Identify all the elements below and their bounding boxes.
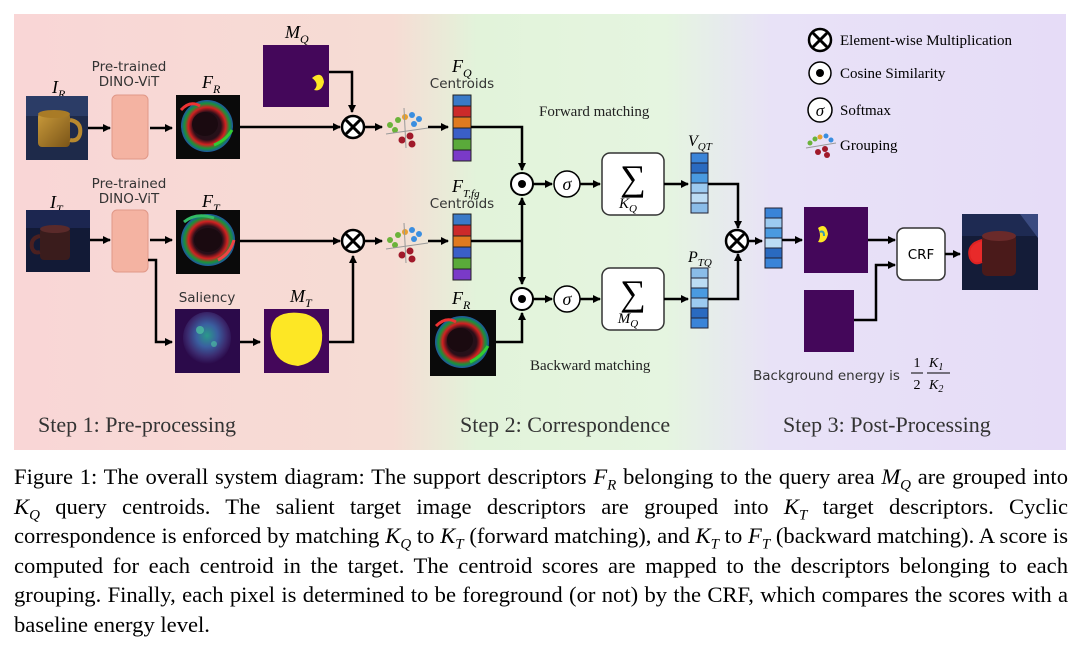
step1-label: Step 1: Pre-processing (38, 412, 236, 437)
saliency-map (175, 309, 240, 373)
foreground-energy-map (804, 207, 868, 273)
svg-text:KQ: KQ (618, 196, 637, 215)
system-diagram: IR Pre-trained DINO-ViT FR MQ (14, 14, 1066, 450)
arrow-PTQ-mult (708, 253, 742, 301)
arrow-FQ-cos-top (471, 125, 526, 171)
grouping-icon-bottom (385, 222, 429, 264)
svg-text:∑: ∑ (620, 273, 646, 313)
legend-cosine-icon (808, 61, 832, 85)
arrow-FR-cos-bottom (496, 312, 526, 344)
backward-matching-label: Backward matching (530, 358, 651, 374)
vector-P-TQ (690, 267, 709, 329)
label-I-T: IT (49, 192, 64, 216)
centroid-vector-F-Tfg (452, 213, 472, 281)
label-V-QT: VQT (688, 133, 713, 153)
label-M-T: MT (289, 286, 313, 310)
label-F-T: FT (201, 191, 221, 215)
centroids-label-q: Centroids (430, 76, 494, 92)
dino-vit-box-top (111, 94, 149, 160)
arrow-VQT-mult (708, 182, 742, 229)
label-F-R: FR (201, 72, 221, 96)
softmax-op-top: σ (553, 170, 581, 198)
image-I-T (26, 210, 90, 272)
dino-vit-box-bottom (111, 209, 149, 273)
label-F-Tfg: FT,fg (451, 176, 480, 200)
legend-multiplication-label: Element-wise Multiplication (840, 33, 1013, 49)
legend-grouping-label: Grouping (840, 138, 898, 154)
feature-map-F-T (176, 210, 240, 274)
label-F-R-backward: FR (451, 288, 471, 312)
label-I-R: IR (51, 77, 66, 101)
forward-matching-label: Forward matching (539, 104, 650, 120)
legend-cosine-label: Cosine Similarity (840, 66, 946, 82)
background-energy-label: Background energy is (753, 368, 900, 384)
cosine-op-bottom (510, 287, 534, 311)
arrow-MQ-mult (329, 70, 356, 113)
legend-multiply-icon (807, 27, 833, 53)
vector-V-QT (690, 152, 709, 214)
output-segmentation-image (962, 214, 1038, 290)
figure-caption: Figure 1: The overall system diagram: Th… (14, 464, 1069, 637)
legend-softmax-label: Softmax (840, 103, 891, 119)
svg-text:K2: K2 (928, 378, 943, 395)
image-I-R (26, 96, 88, 160)
sum-box-K-Q: ∑ KQ (601, 152, 665, 216)
pretrained-label-bottom-2: DINO-ViT (99, 191, 160, 207)
svg-text:σ: σ (563, 174, 573, 194)
cosine-op-top (510, 172, 534, 196)
sum-box-M-Q: ∑ MQ (601, 267, 665, 331)
mask-M-T (264, 309, 329, 373)
saliency-label: Saliency (179, 290, 236, 306)
softmax-op-bottom: σ (553, 285, 581, 313)
feature-map-F-R-backward (430, 310, 496, 376)
svg-text:CRF: CRF (908, 247, 935, 263)
background-energy-map (804, 290, 854, 352)
svg-text:2: 2 (914, 378, 921, 393)
svg-text:σ: σ (563, 289, 573, 309)
step3-label: Step 3: Post-Processing (783, 412, 991, 437)
legend-grouping-icon (805, 133, 837, 158)
multiply-op-bottom (340, 228, 366, 254)
grouping-icon-top (385, 107, 429, 149)
crf-box: CRF (896, 227, 946, 281)
background-energy-formula: 1 2 K1 K2 (911, 356, 950, 395)
mask-M-Q (263, 45, 329, 107)
multiply-op-top (340, 114, 366, 140)
pretrained-label-top-1: Pre-trained (92, 59, 167, 75)
multiply-op-final (724, 228, 750, 254)
svg-text:1: 1 (914, 356, 921, 371)
label-M-Q: MQ (284, 22, 309, 46)
centroids-label-t: Centroids (430, 196, 494, 212)
svg-text:MQ: MQ (617, 311, 639, 330)
feature-map-F-R (176, 95, 240, 159)
arrow-MT-mult (329, 255, 357, 344)
pretrained-label-bottom-1: Pre-trained (92, 176, 167, 192)
arrow-dino-saliency (148, 258, 173, 346)
label-F-Q: FQ (451, 56, 472, 80)
label-P-TQ: PTQ (687, 249, 712, 269)
svg-text:∑: ∑ (620, 158, 646, 198)
arrow-bgmap-crf (854, 261, 896, 322)
step2-label: Step 2: Correspondence (460, 412, 670, 437)
centroid-vector-F-Q (452, 94, 472, 162)
svg-text:K1: K1 (928, 356, 943, 373)
score-vector (764, 207, 783, 269)
legend-softmax-icon: σ (807, 97, 833, 123)
legend: Element-wise Multiplication Cosine Simil… (805, 27, 1013, 158)
svg-text:σ: σ (816, 101, 825, 120)
pretrained-label-top-2: DINO-ViT (99, 74, 160, 90)
